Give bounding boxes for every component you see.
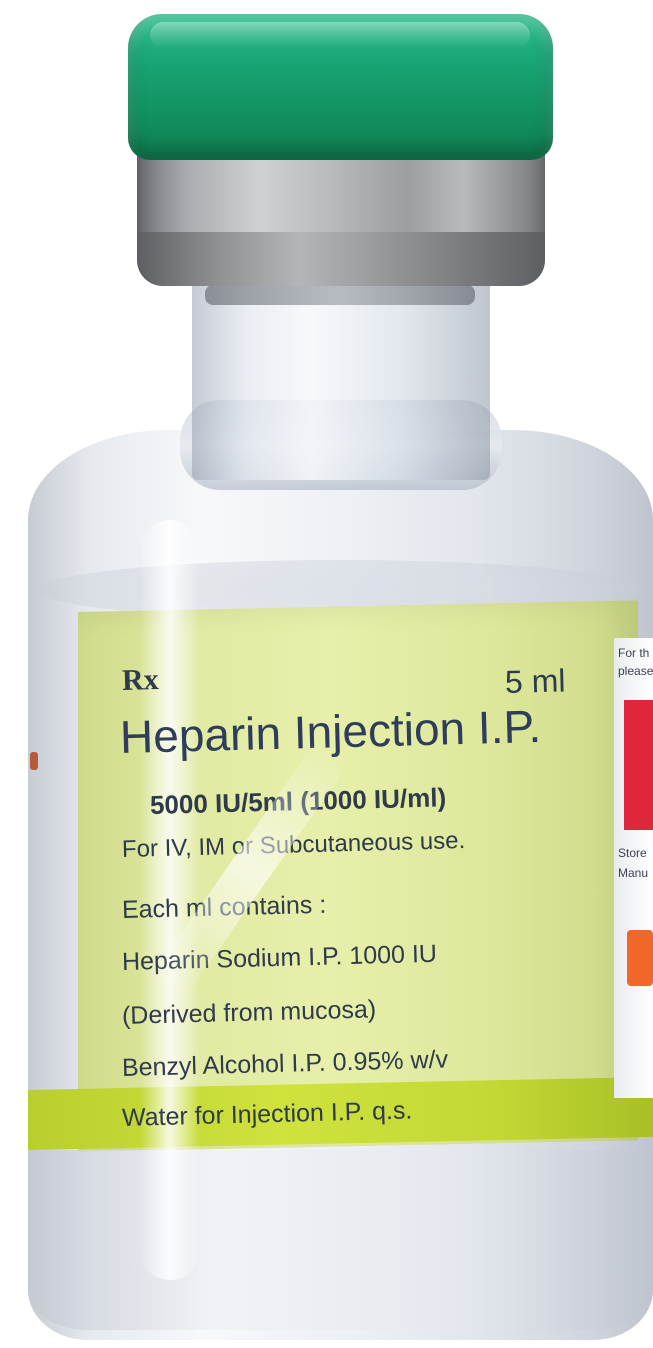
green-flip-off-cap [128,14,553,160]
cap-highlight [150,22,530,48]
side-label-text: please [618,664,653,678]
stopper-shadow [205,285,475,305]
rx-symbol: Rx [121,663,160,697]
crimp-band [137,232,545,286]
side-label-red-box [624,700,653,830]
side-label-text: Manu [618,866,649,880]
side-label-text: For th [618,646,650,660]
volume-text: 5 ml [504,662,566,700]
glass-highlight [140,520,200,1280]
side-label-orange-box [627,930,653,986]
left-label-mark [30,752,38,770]
vial-glass-base [28,1150,653,1330]
vial-neck [192,270,490,480]
side-label-text: Store [618,846,647,860]
